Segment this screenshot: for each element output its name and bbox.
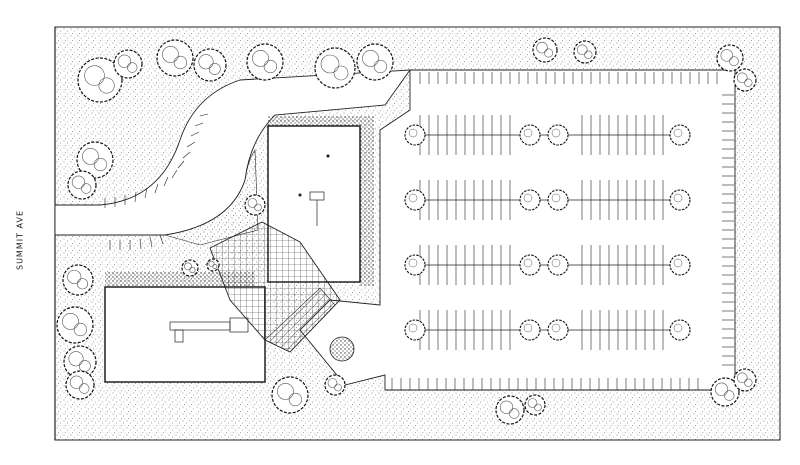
fountain-icon	[329, 336, 355, 362]
trees	[56, 37, 757, 425]
deciduous-tree-icon	[547, 189, 569, 211]
street-label: SUMMIT AVE	[15, 209, 25, 271]
deciduous-tree-icon	[404, 124, 426, 146]
deciduous-tree-icon	[573, 40, 597, 64]
deciduous-tree-icon	[716, 44, 744, 72]
deciduous-tree-icon	[206, 258, 220, 272]
east-wing-interior-marks	[298, 154, 330, 226]
deciduous-tree-icon	[733, 68, 757, 92]
deciduous-tree-icon	[67, 170, 97, 200]
perimeter-stalls	[391, 72, 734, 390]
deciduous-tree-icon	[495, 395, 525, 425]
deciduous-tree-icon	[56, 306, 94, 344]
deciduous-tree-icon	[65, 370, 95, 400]
deciduous-tree-icon	[404, 189, 426, 211]
deciduous-tree-icon	[356, 43, 394, 81]
deciduous-tree-icon	[519, 319, 541, 341]
deciduous-tree-icon	[181, 259, 199, 277]
deciduous-tree-icon	[324, 374, 346, 396]
deciduous-tree-icon	[524, 394, 546, 416]
deciduous-tree-icon	[519, 124, 541, 146]
plaza-hatching	[264, 287, 336, 353]
deciduous-tree-icon	[547, 319, 569, 341]
deciduous-tree-icon	[532, 37, 558, 63]
deciduous-tree-icon	[710, 377, 740, 407]
deciduous-tree-icon	[246, 43, 284, 81]
deciduous-tree-icon	[519, 189, 541, 211]
west-wing-planting-strip	[105, 272, 255, 286]
deciduous-tree-icon	[669, 189, 691, 211]
deciduous-tree-icon	[404, 319, 426, 341]
deciduous-tree-icon	[547, 124, 569, 146]
deciduous-tree-icon	[519, 254, 541, 276]
deciduous-tree-icon	[733, 368, 757, 392]
deciduous-tree-icon	[77, 57, 123, 103]
deciduous-tree-icon	[669, 319, 691, 341]
deciduous-tree-icon	[113, 49, 143, 79]
deciduous-tree-icon	[404, 254, 426, 276]
east-wing-top-strip	[268, 116, 374, 126]
deciduous-tree-icon	[271, 376, 309, 414]
east-wing-planting-strip	[360, 126, 374, 286]
deciduous-tree-icon	[669, 124, 691, 146]
curved-drive-stalls	[104, 113, 209, 250]
entry-steps	[169, 317, 249, 343]
deciduous-tree-icon	[76, 141, 114, 179]
deciduous-tree-icon	[156, 39, 194, 77]
deciduous-tree-icon	[193, 48, 227, 82]
planting-median	[164, 149, 259, 246]
deciduous-tree-icon	[669, 254, 691, 276]
deciduous-tree-icon	[62, 264, 94, 296]
parking-lot-paving	[299, 69, 736, 391]
deciduous-tree-icon	[547, 254, 569, 276]
deciduous-tree-icon	[314, 47, 356, 89]
deciduous-tree-icon	[244, 194, 266, 216]
